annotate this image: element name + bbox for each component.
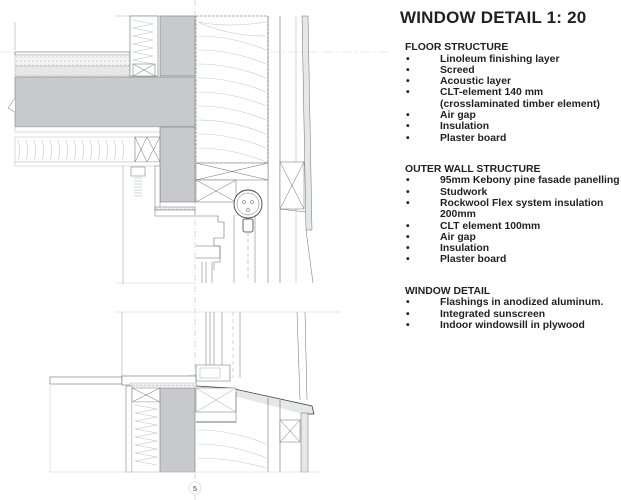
- bullet-icon: •: [406, 175, 410, 187]
- window-sill-drawing: [49, 311, 340, 495]
- page-title: WINDOW DETAIL 1: 20: [400, 8, 587, 27]
- list-item: •Linoleum finishing layer: [406, 53, 560, 65]
- bullet-icon: •: [406, 243, 410, 255]
- bullet-icon: •: [406, 186, 410, 198]
- list-item: •Studwork: [406, 186, 488, 198]
- list-item: •CLT element 100mm: [406, 220, 541, 232]
- list-item: •Plaster board: [406, 132, 507, 144]
- list-item: •Flashings in anodized aluminum.: [406, 297, 604, 309]
- list-item: •Integrated sunscreen: [406, 308, 546, 320]
- bullet-icon: •: [406, 231, 410, 243]
- bullet-icon: •: [406, 308, 410, 320]
- list-item: •Rockwool Flex system insulation 200mm: [406, 197, 604, 221]
- legend-panel: WINDOW DETAIL 1: 20 FLOOR STRUCTURE •Lin…: [400, 8, 621, 351]
- bullet-icon: •: [406, 87, 410, 99]
- list-item: •95mm Kebony pine fasade panelling: [406, 175, 620, 187]
- bullet-icon: •: [406, 64, 410, 76]
- list-item: •CLT-element 140 mm (crosslaminated timb…: [406, 87, 600, 110]
- list-item: •Indoor windowsill in plywood: [406, 319, 585, 331]
- list-item: •Plaster board: [406, 254, 507, 266]
- bullet-icon: •: [406, 254, 410, 266]
- bullet-icon: •: [406, 53, 410, 65]
- bullet-icon: •: [406, 297, 410, 309]
- window-detail-section: WINDOW DETAIL •Flashings in anodized alu…: [400, 286, 621, 331]
- list-item: •Air gap: [406, 231, 476, 243]
- window-detail-drawing: 5: [0, 0, 390, 500]
- outer-wall-section: OUTER WALL STRUCTURE •95mm Kebony pine f…: [400, 164, 621, 266]
- list-item: •Acoustic layer: [406, 76, 512, 88]
- section-heading: OUTER WALL STRUCTURE: [405, 163, 541, 175]
- list-item: •Screed: [406, 64, 475, 76]
- bullet-icon: •: [406, 319, 410, 331]
- outer-wall-drawing: [195, 15, 314, 284]
- section-marker: 5: [193, 486, 197, 493]
- section-heading: WINDOW DETAIL: [405, 285, 491, 297]
- bullet-icon: •: [406, 197, 410, 209]
- floor-structure-section: FLOOR STRUCTURE •Linoleum finishing laye…: [400, 42, 621, 144]
- bullet-icon: •: [406, 76, 410, 88]
- bullet-icon: •: [406, 132, 410, 144]
- section-heading: FLOOR STRUCTURE: [405, 42, 509, 53]
- list-item: •Air gap: [406, 109, 476, 121]
- list-item: •Insulation: [406, 243, 490, 255]
- bullet-icon: •: [406, 121, 410, 133]
- bullet-icon: •: [406, 220, 410, 232]
- floor-structure-drawing: [7, 15, 196, 285]
- list-item: •Insulation: [406, 121, 490, 133]
- bullet-icon: •: [406, 109, 410, 121]
